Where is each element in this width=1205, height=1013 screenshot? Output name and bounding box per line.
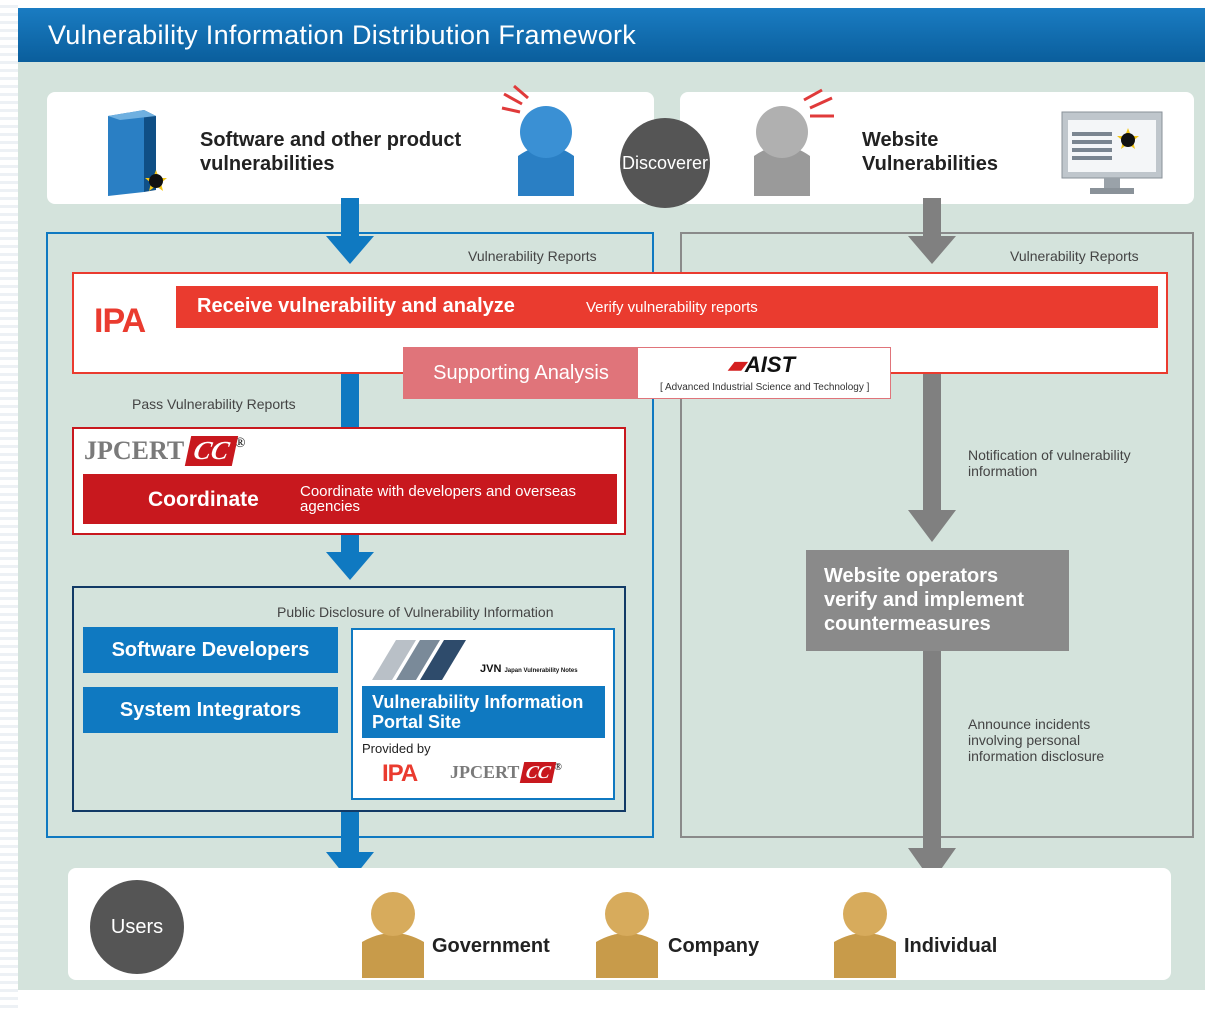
ipa-logo-small: IPA bbox=[382, 760, 418, 787]
discoverer-badge: Discoverer bbox=[620, 118, 710, 208]
user-company: Company bbox=[668, 935, 760, 957]
monitor-icon bbox=[1061, 111, 1163, 194]
software-developers-box: Software Developers bbox=[83, 627, 338, 673]
person-icon bbox=[754, 88, 834, 196]
software-vuln-label: Software and other product vulnerabiliti… bbox=[200, 129, 462, 175]
flow-arrow bbox=[326, 810, 374, 882]
jpcert-logo-text: JPCERT bbox=[84, 436, 185, 465]
person-icon bbox=[596, 892, 658, 978]
website-vuln-label: Website Vulnerabilities bbox=[862, 129, 998, 175]
cc-logo-small: CC bbox=[520, 762, 557, 783]
person-icon bbox=[501, 84, 574, 196]
notification-label: Notification of vulnerability informatio… bbox=[968, 447, 1131, 479]
provided-by-label: Provided by bbox=[362, 741, 431, 756]
receive-label: Receive vulnerability and analyze bbox=[197, 295, 515, 317]
flow-arrow bbox=[908, 198, 956, 264]
jvn-subtitle: Japan Vulnerability Notes bbox=[504, 668, 578, 674]
user-government: Government bbox=[432, 935, 550, 957]
decorative-stripes bbox=[0, 0, 18, 1013]
supporting-label: Supporting Analysis bbox=[404, 348, 638, 398]
users-badge: Users bbox=[90, 880, 184, 974]
server-icon bbox=[108, 110, 167, 196]
aist-logo: ▰AIST bbox=[728, 352, 796, 377]
flow-arrow bbox=[326, 198, 374, 264]
user-individual: Individual bbox=[904, 935, 998, 957]
title-bar: Vulnerability Information Distribution F… bbox=[18, 8, 1205, 62]
person-icon bbox=[362, 892, 424, 978]
left-reports-label: Vulnerability Reports bbox=[468, 248, 597, 264]
coordinate-bar bbox=[83, 474, 617, 524]
jvn-logo-name: JVN bbox=[480, 663, 502, 675]
cc-logo: CC bbox=[185, 436, 239, 466]
person-icon bbox=[834, 892, 896, 978]
receive-bar bbox=[176, 286, 1158, 328]
operators-box: Website operators verify and implement c… bbox=[806, 550, 1069, 651]
right-reports-label: Vulnerability Reports bbox=[1010, 248, 1139, 264]
jvn-logo-text: JVN Japan Vulnerability Notes bbox=[480, 663, 578, 675]
jpcert-logo-small-text: JPCERT bbox=[450, 762, 520, 782]
aist-subtitle: [ Advanced Industrial Science and Techno… bbox=[660, 382, 870, 393]
ipa-logo: IPA bbox=[94, 302, 146, 340]
disclosure-label: Public Disclosure of Vulnerability Infor… bbox=[277, 604, 554, 620]
flow-arrow bbox=[908, 650, 956, 882]
coordinate-label: Coordinate bbox=[148, 488, 259, 511]
aist-logo-text: AIST bbox=[744, 352, 796, 377]
coordinate-desc: Coordinate with developers and overseas … bbox=[300, 483, 576, 515]
page-title: Vulnerability Information Distribution F… bbox=[48, 20, 637, 50]
disclosure-frame bbox=[72, 586, 626, 812]
jvn-logo-icon bbox=[372, 640, 466, 680]
announce-label: Announce incidents involving personal in… bbox=[968, 716, 1105, 764]
flow-arrow bbox=[341, 372, 359, 430]
flow-arrow bbox=[908, 374, 956, 542]
portal-label: Vulnerability Information Portal Site bbox=[362, 686, 605, 738]
pass-label: Pass Vulnerability Reports bbox=[132, 396, 296, 412]
system-integrators-box: System Integrators bbox=[83, 687, 338, 733]
flow-arrow bbox=[326, 534, 374, 580]
verify-label: Verify vulnerability reports bbox=[586, 299, 758, 316]
